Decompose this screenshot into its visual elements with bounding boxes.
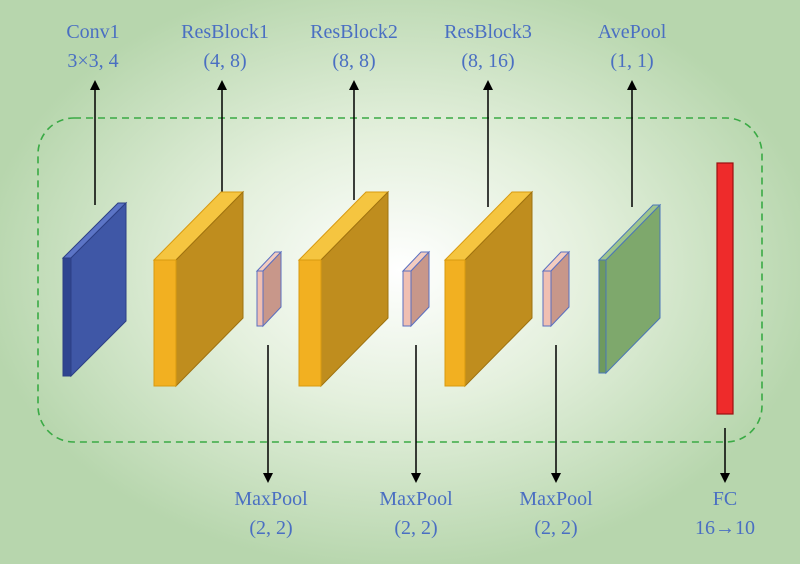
avepool-layer (597, 203, 662, 375)
label-maxpool1-name: MaxPool (234, 488, 308, 510)
label-maxpool2-name: MaxPool (379, 488, 453, 510)
maxpool1-layer (255, 250, 283, 328)
label-resblock2: ResBlock2 (8, 8) (264, 18, 444, 76)
label-maxpool3-params: (2, 2) (534, 517, 578, 539)
label-resblock3: ResBlock3 (8, 16) (398, 18, 578, 76)
label-conv1: Conv1 3×3, 4 (3, 18, 183, 76)
label-resblock2-params: (8, 8) (332, 50, 376, 72)
label-maxpool1-params: (2, 2) (249, 517, 293, 539)
label-maxpool3-name: MaxPool (519, 488, 593, 510)
label-fc-params: 16→10 (695, 517, 755, 539)
label-maxpool2: MaxPool (2, 2) (326, 485, 506, 543)
label-maxpool3: MaxPool (2, 2) (466, 485, 646, 543)
resblock1-layer (152, 190, 245, 388)
label-maxpool1: MaxPool (2, 2) (181, 485, 361, 543)
conv1-layer (61, 201, 128, 378)
label-fc: FC 16→10 (635, 485, 800, 543)
label-resblock1-params: (4, 8) (203, 50, 247, 72)
resblock2-layer (297, 190, 390, 388)
label-resblock3-params: (8, 16) (461, 50, 515, 72)
label-resblock1-name: ResBlock1 (181, 21, 269, 43)
label-resblock2-name: ResBlock2 (310, 21, 398, 43)
label-resblock1: ResBlock1 (4, 8) (135, 18, 315, 76)
resblock3-layer (443, 190, 534, 388)
label-fc-name: FC (712, 488, 738, 510)
label-conv1-name: Conv1 (66, 21, 120, 43)
label-avepool: AvePool (1, 1) (542, 18, 722, 76)
maxpool3-layer (541, 250, 571, 328)
label-conv1-params: 3×3, 4 (67, 50, 119, 72)
network-boundary (37, 117, 763, 443)
label-maxpool2-params: (2, 2) (394, 517, 438, 539)
label-avepool-name: AvePool (597, 21, 667, 43)
label-resblock3-name: ResBlock3 (444, 21, 532, 43)
fc-layer (716, 162, 734, 415)
label-avepool-params: (1, 1) (610, 50, 654, 72)
maxpool2-layer (401, 250, 431, 328)
